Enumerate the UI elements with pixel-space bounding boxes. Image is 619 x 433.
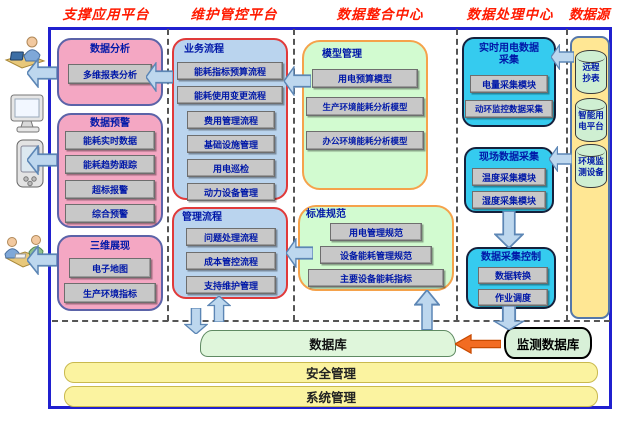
site-collection-box: 现场数据采集 温度采集模块 湿度采集模块	[464, 147, 554, 213]
flow-arrow-left-icon	[549, 146, 572, 172]
module-button: 超标报警	[65, 180, 155, 199]
module-button: 湿度采集模块	[472, 191, 546, 209]
module-button: 电量采集模块	[470, 75, 548, 93]
orange-arrow-left-icon	[455, 334, 501, 354]
database-cylinder-icon: 远程 抄表	[575, 50, 607, 94]
flow-arrow-left-icon	[284, 66, 311, 96]
module-button: 用电巡检	[187, 159, 275, 177]
module-button: 温度采集模块	[472, 168, 546, 186]
database-cylinder-icon: 环境监 测设备	[575, 144, 607, 188]
flow-arrow-left-icon	[551, 44, 574, 70]
flow-arrow-left-icon	[27, 58, 57, 88]
module-button: 成本管控流程	[186, 252, 276, 270]
module-button: 主要设备能耗指标	[308, 269, 444, 287]
module-button: 多维报表分析	[68, 64, 152, 84]
header-data-source: 数据源	[568, 7, 610, 23]
module-button: 动环监控数据采集	[465, 100, 553, 118]
column-separator	[456, 29, 458, 321]
box-title: 模型管理	[322, 49, 362, 60]
module-button: 生产环境能耗分析模型	[306, 97, 424, 116]
data-warning-box: 数据预警 能耗实时数据 能耗趋势跟踪 超标报警 综合预警	[57, 113, 163, 228]
column-separator	[293, 29, 295, 321]
module-button: 费用管理流程	[187, 111, 275, 129]
business-process-box: 业务流程 能耗指标预算流程 能耗使用变更流程 费用管理流程 基础设施管理 用电巡…	[172, 38, 288, 201]
collection-control-box: 数据采集控制 数据转换 作业调度	[466, 247, 556, 309]
cylinder-label: 环境监 测设备	[578, 157, 604, 178]
security-management-bar: 安全管理	[64, 362, 598, 383]
module-button: 支持维护管理	[186, 276, 276, 294]
module-button: 作业调度	[478, 289, 548, 306]
box-title: 实时用电数据 采集	[479, 43, 539, 66]
flow-arrow-left-icon	[286, 238, 313, 268]
person-at-computer-icon	[2, 34, 48, 70]
module-button: 能耗指标预算流程	[177, 62, 283, 80]
box-title: 数据分析	[90, 44, 130, 55]
flow-arrow-down-icon	[184, 308, 208, 334]
system-management-bar: 系统管理	[64, 386, 598, 407]
flow-arrow-down-icon	[493, 306, 525, 330]
box-title: 现场数据采集	[479, 152, 539, 163]
realtime-power-collection-box: 实时用电数据 采集 电量采集模块 动环监控数据采集	[462, 37, 556, 127]
cylinder-label: 远程 抄表	[582, 63, 600, 84]
module-button: 电子地图	[69, 258, 151, 278]
module-button: 办公环境能耗分析模型	[306, 131, 424, 150]
cylinder-label: 智能用 电平台	[578, 111, 604, 132]
three-d-display-box: 三维展现 电子地图 生产环境指标	[57, 235, 163, 311]
module-button: 能耗趋势跟踪	[65, 155, 155, 174]
monitor-database-box: 监测数据库	[504, 327, 592, 359]
header-processing-center: 数据处理中心	[466, 7, 554, 23]
module-button: 生产环境指标	[64, 283, 156, 303]
module-button: 动力设备管理	[187, 183, 275, 201]
data-source-panel: 远程 抄表 智能用 电平台 环境监 测设备	[570, 36, 610, 319]
column-separator	[167, 29, 169, 321]
standards-box: 标准规范 用电管理规范 设备能耗管理规范 主要设备能耗指标	[298, 205, 454, 291]
module-button: 综合预警	[65, 204, 155, 223]
header-maintenance-platform: 维护管控平台	[190, 7, 278, 23]
database-bar: 数据库	[200, 330, 456, 357]
box-title: 数据预警	[90, 118, 130, 129]
column-separator	[566, 29, 568, 321]
module-button: 问题处理流程	[186, 228, 276, 246]
box-title: 业务流程	[184, 44, 224, 55]
box-title: 管理流程	[182, 212, 222, 223]
box-title: 三维展现	[90, 241, 130, 252]
module-button: 用电预算模型	[312, 69, 418, 88]
flow-arrow-down-icon	[494, 211, 524, 248]
flow-arrow-left-icon	[27, 245, 57, 275]
database-cylinder-icon: 智能用 电平台	[575, 98, 607, 142]
flow-arrow-left-icon	[146, 62, 173, 92]
flow-arrow-up-icon	[414, 290, 440, 330]
module-button: 数据转换	[478, 267, 548, 284]
header-support-platform: 支撑应用平台	[62, 7, 150, 23]
module-button: 用电管理规范	[330, 223, 422, 241]
management-process-box: 管理流程 问题处理流程 成本管控流程 支持维护管理	[172, 207, 288, 299]
box-title: 标准规范	[306, 209, 346, 220]
module-button: 能耗使用变更流程	[177, 86, 283, 104]
flow-arrow-left-icon	[27, 145, 57, 175]
module-button: 基础设施管理	[187, 135, 275, 153]
box-title: 数据采集控制	[481, 252, 541, 263]
module-button: 能耗实时数据	[65, 131, 155, 150]
bottom-separator	[52, 320, 610, 322]
diagram-border	[48, 27, 612, 409]
monitor-icon	[8, 93, 46, 137]
model-management-box: 模型管理 用电预算模型 生产环境能耗分析模型 办公环境能耗分析模型	[302, 40, 428, 190]
flow-arrow-up-icon	[207, 296, 231, 322]
module-button: 设备能耗管理规范	[320, 246, 432, 264]
header-integration-center: 数据整合中心	[336, 7, 424, 23]
